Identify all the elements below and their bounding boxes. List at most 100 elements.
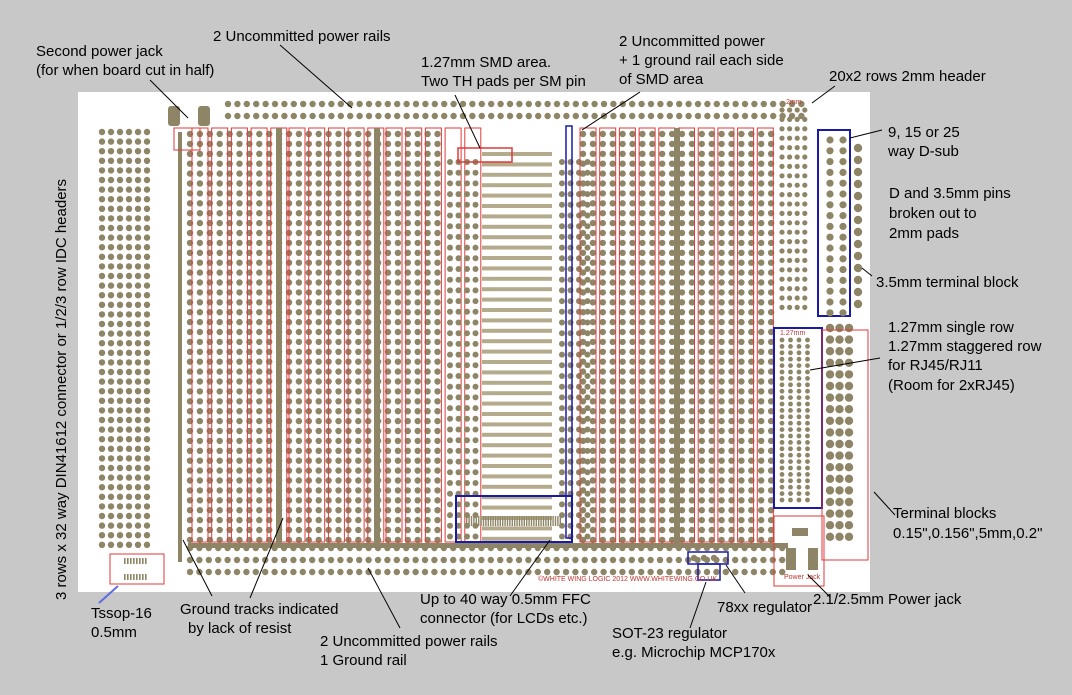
smd-pads-right [559, 159, 591, 540]
terminal-block-resist [821, 329, 869, 561]
label-second-jack-1: Second power jack [36, 43, 163, 60]
tssop-pad [139, 574, 141, 580]
prototype-board: ©WHITE WING LOGIC 2012 WWW.WHITEWING.CO.… [78, 92, 870, 592]
smd-pads-left [447, 159, 479, 540]
ffc-pad [535, 516, 537, 526]
ffc-pad [506, 516, 509, 526]
label-ground-rail-1: 2 Uncommitted power [619, 33, 765, 50]
smd-pad-row [482, 349, 552, 354]
smd-pad-row [482, 370, 552, 375]
ffc-pad [542, 516, 545, 526]
tssop-pad [133, 558, 135, 564]
jack-outline [773, 515, 825, 587]
tssop-pad [136, 574, 138, 580]
label-dsub-1: 9, 15 or 25 [888, 124, 960, 141]
dsub-box [817, 129, 851, 317]
label-ground-rail-2: + 1 ground rail each side [619, 52, 784, 69]
tssop-pad [136, 558, 138, 564]
terminal-35-pads [853, 143, 863, 309]
label-pins-1: D and 3.5mm pins [889, 185, 1011, 202]
ffc-pad [490, 516, 492, 526]
ffc-pad [545, 516, 547, 526]
smd-pad-row [482, 183, 552, 188]
smd-pad-row [482, 536, 552, 541]
smd-pad-row [482, 172, 552, 177]
ffc-pad [487, 516, 489, 526]
label-single-row-2: 1.27mm staggered row [888, 338, 1042, 355]
smd-pad-row [482, 318, 552, 323]
tssop-pad [133, 574, 135, 580]
resist-column-left [327, 127, 345, 543]
ffc-pad [494, 516, 497, 526]
tssop-pad [145, 574, 147, 580]
smd-pad-row [482, 380, 552, 385]
smd-pad-row [482, 339, 552, 344]
label-sot23-2: e.g. Microchip MCP170x [612, 644, 776, 661]
ffc-pad [526, 516, 528, 526]
smd-pad-row [482, 162, 552, 167]
ffc-pad [523, 516, 525, 526]
tssop-pad [139, 558, 141, 564]
resist-column-left [308, 127, 326, 543]
smd-pad-row [482, 193, 552, 198]
resist-column-right [717, 127, 735, 543]
ffc-pad [482, 516, 485, 526]
tssop-pad [124, 558, 126, 564]
smd-pad-row [482, 266, 552, 271]
tssop-pad [130, 574, 132, 580]
bottom-ground-track [188, 543, 788, 548]
ffc-pad [518, 516, 521, 526]
label-terminal-blocks-2: 0.15",0.156",5mm,0.2" [893, 525, 1043, 542]
ffc-pad [478, 516, 480, 526]
smd-pad-row [482, 474, 552, 479]
ffc-pad [514, 516, 516, 526]
smd-pad-row [482, 297, 552, 302]
top-rail-pads [224, 100, 805, 120]
label-pins-3: 2mm pads [889, 225, 960, 242]
smd-pad-row [482, 484, 552, 489]
ffc-pad [466, 516, 468, 526]
label-pins-2: broken out to [889, 205, 977, 222]
ffc-pad [538, 516, 540, 526]
smd-pad-row [482, 422, 552, 427]
ffc-pad [502, 516, 504, 526]
ffc-pad [492, 516, 494, 526]
ffc-pad [559, 516, 561, 526]
jack-pin [792, 528, 808, 536]
smd-pad-row [482, 505, 552, 510]
label-power-jack: 2.1/2.5mm Power jack [813, 591, 962, 608]
ffc-pad [550, 516, 552, 526]
ground-rail-box [565, 125, 573, 539]
ffc-pad [470, 516, 473, 526]
ffc-pad [504, 516, 506, 526]
smd-pad-row [482, 235, 552, 240]
label-ffc-1: Up to 40 way 0.5mm FFC [420, 591, 591, 608]
ffc-pad [511, 516, 513, 526]
smd-pad-row [482, 401, 552, 406]
label-smd-1: 1.27mm SMD area. [421, 54, 552, 71]
resist-column-left [444, 127, 462, 543]
second-jack-outline [173, 127, 201, 151]
tssop-pad [145, 558, 147, 564]
label-single-row-1: 1.27mm single row [888, 319, 1014, 336]
label-tssop-2: 0.5mm [91, 624, 137, 641]
ffc-pad [521, 516, 523, 526]
resist-column-left [211, 127, 229, 543]
ffc-pad [528, 516, 530, 526]
ffc-pad [480, 516, 482, 526]
resist-column-left [424, 127, 442, 543]
ffc-pad [533, 516, 535, 526]
ffc-pad [475, 516, 477, 526]
silk-2mm: 2mm [786, 99, 802, 106]
label-rails-bottom-1: 2 Uncommitted power rails [320, 633, 498, 650]
78xx-pads [690, 554, 718, 562]
smd-pad-row [482, 443, 552, 448]
tssop-pad [124, 574, 126, 580]
label-vertical-din: 3 rows x 32 way DIN41612 connector or 1/… [53, 178, 70, 600]
ffc-pad [497, 516, 499, 526]
label-single-row-3: for RJ45/RJ11 [888, 357, 983, 374]
smd-pad-row [482, 432, 552, 437]
label-tssop-1: Tssop-16 [91, 605, 152, 622]
label-terminal-35: 3.5mm terminal block [876, 274, 1019, 291]
label-dsub-2: way D-sub [888, 143, 959, 160]
